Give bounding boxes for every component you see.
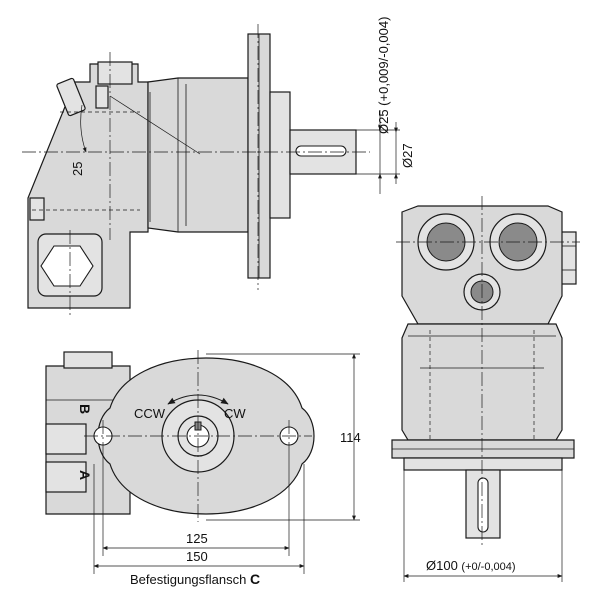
label-dim-125: 125 bbox=[186, 531, 208, 546]
rotation-arrow bbox=[167, 394, 229, 405]
front-view: CCW CW B A 114 125 150 Befestigungsflans… bbox=[45, 350, 361, 587]
caption-mounting-flange: Befestigungsflansch C bbox=[130, 571, 260, 587]
caption-mounting-flange-text: Befestigungsflansch bbox=[130, 572, 250, 587]
label-port-b: B bbox=[77, 404, 93, 414]
label-dim-114: 114 bbox=[340, 430, 361, 445]
side-view-pilot bbox=[269, 91, 291, 219]
side-view-small-plug-upper bbox=[95, 85, 109, 109]
side-view-port-hex bbox=[40, 245, 94, 287]
label-dim-150: 150 bbox=[186, 549, 208, 564]
label-dia-100: Ø100 (+0/-0,004) bbox=[426, 558, 516, 573]
label-angle-25: 25 bbox=[70, 162, 85, 176]
front-view-top-fitting bbox=[63, 351, 113, 369]
label-dia-25-tolerance: Ø25 (+0,009/-0,004) bbox=[376, 17, 391, 134]
label-ccw: CCW bbox=[134, 406, 166, 421]
side-view: 25 Ø25 (+0,009/-0,004) Ø27 bbox=[22, 17, 415, 316]
caption-mounting-flange-letter: C bbox=[250, 571, 260, 587]
label-dia-100-main: Ø100 bbox=[426, 558, 461, 573]
rear-view: Ø100 (+0/-0,004) bbox=[391, 196, 580, 582]
front-view-port-b bbox=[45, 423, 87, 455]
label-dia-27: Ø27 bbox=[400, 143, 415, 168]
label-port-a: A bbox=[77, 470, 93, 480]
rear-view-pilot bbox=[403, 457, 563, 471]
front-view-port-a bbox=[45, 461, 87, 493]
side-view-housing bbox=[147, 77, 249, 233]
side-view-hex-plug bbox=[56, 77, 86, 117]
side-view-top-fitting bbox=[97, 61, 133, 85]
side-view-small-plug-lower bbox=[29, 197, 45, 221]
rear-view-shaft-keyway bbox=[477, 477, 489, 533]
side-view-shaft-keyway bbox=[295, 145, 347, 157]
label-dia-100-tolerance: (+0/-0,004) bbox=[461, 561, 515, 573]
label-cw: CW bbox=[224, 406, 246, 421]
